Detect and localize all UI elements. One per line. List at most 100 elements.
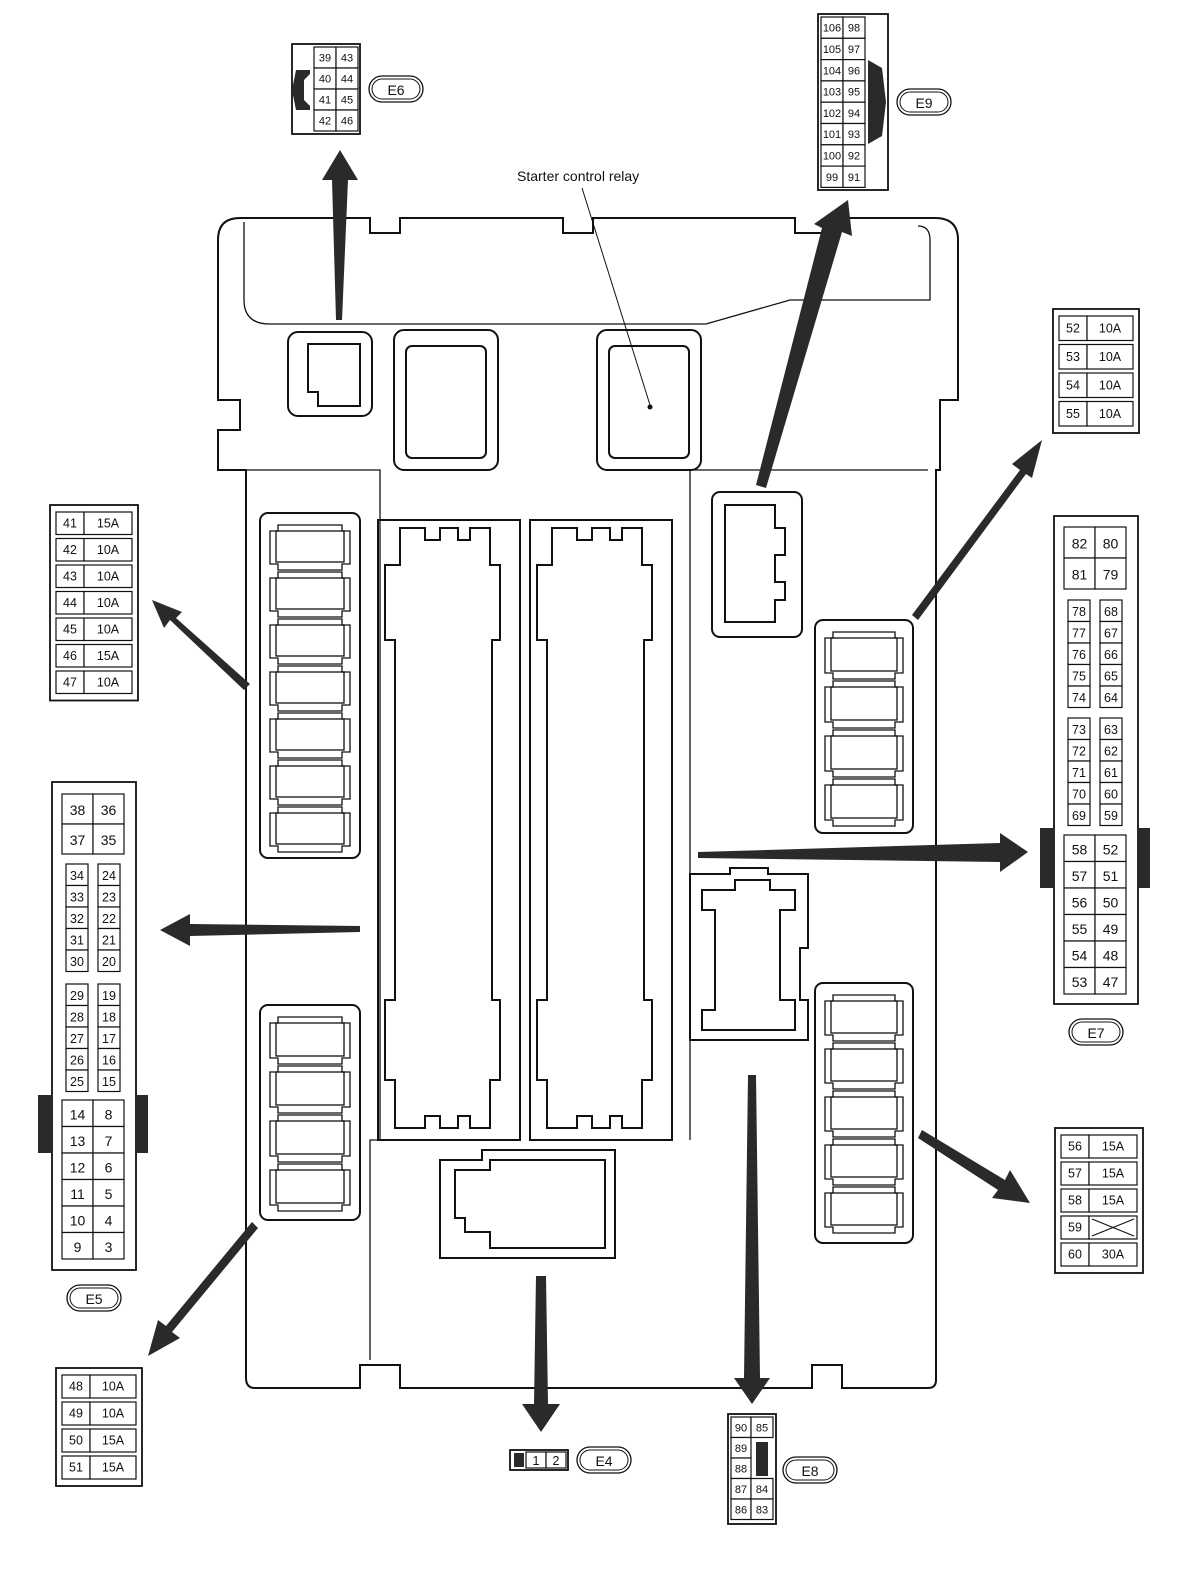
pin-label: 24 [102, 869, 116, 883]
pin-label: 100 [823, 150, 841, 162]
connector-socket-e9 [711, 491, 803, 638]
fuse-rating: 15A [1102, 1140, 1125, 1154]
fuse-rating: 10A [1099, 321, 1122, 335]
fuse-number: 49 [69, 1407, 83, 1421]
pin-label: 61 [1104, 766, 1118, 780]
connector-id-label: E8 [801, 1463, 818, 1479]
pin-label: 55 [1072, 921, 1088, 937]
fuse-number: 41 [63, 516, 77, 530]
connector-socket-e4 [439, 1149, 616, 1259]
pin-label: 84 [756, 1484, 768, 1496]
pin-label: 42 [319, 116, 331, 128]
fuse-number: 46 [63, 649, 77, 663]
pin-label: 106 [823, 23, 841, 35]
pin-label: 91 [848, 172, 860, 184]
fuse-number: 60 [1068, 1248, 1082, 1262]
pin-label: 85 [756, 1422, 768, 1434]
connector-id-label: E9 [915, 95, 932, 111]
pin-label: 13 [70, 1133, 86, 1149]
pin-label: 1 [533, 1454, 540, 1468]
pin-label: 22 [102, 912, 116, 926]
fuse-slots-right-upper [814, 619, 914, 834]
fuse-number: 42 [63, 543, 77, 557]
arrow-to-fuses-41-47 [152, 600, 250, 690]
fuse-rating: 15A [1102, 1194, 1125, 1208]
pin-label: 71 [1072, 766, 1086, 780]
fuse-number: 56 [1068, 1140, 1082, 1154]
fuse-number: 59 [1068, 1221, 1082, 1235]
pin-label: 80 [1103, 536, 1119, 552]
pin-label: 96 [848, 65, 860, 77]
fuse-slot [269, 1016, 351, 1065]
relay-socket-left [287, 331, 373, 417]
connector-id-badge: E8 [782, 1456, 838, 1484]
pin-label: 25 [70, 1075, 84, 1089]
pin-label: 51 [1103, 868, 1119, 884]
pin-label: 98 [848, 23, 860, 35]
arrow-to-e4 [522, 1276, 560, 1432]
fuse-rating: 10A [1099, 407, 1122, 421]
pin-label: 19 [102, 989, 116, 1003]
pin-label: 27 [70, 1032, 84, 1046]
pin-label: 4 [105, 1212, 113, 1228]
pin-label: 77 [1072, 626, 1086, 640]
fuse-rating: 30A [1102, 1248, 1125, 1262]
pin-label: 46 [341, 116, 353, 128]
arrow-to-e6 [322, 150, 358, 320]
pin-label: 92 [848, 150, 860, 162]
pin-label: 90 [735, 1422, 747, 1434]
pin-label: 39 [319, 53, 331, 65]
fuse-slot [269, 665, 351, 712]
pin-label: 53 [1072, 974, 1088, 990]
fuse-rating: 10A [97, 569, 120, 583]
arrow-to-e7 [698, 833, 1028, 872]
arrow-to-e8 [734, 1075, 770, 1404]
pin-label: 56 [1072, 894, 1088, 910]
fuse-row: 60 30A [1060, 1242, 1138, 1267]
starter-relay-label: Starter control relay [517, 168, 639, 184]
pin-label: 6 [105, 1159, 113, 1175]
fuse-number: 50 [69, 1434, 83, 1448]
pin-label: 35 [101, 832, 117, 848]
fuse-slot [824, 680, 904, 729]
connector-bay-left [377, 519, 521, 1141]
fuse-rating: 10A [97, 596, 120, 610]
pin-label: 48 [1103, 947, 1119, 963]
fuse-slot [824, 778, 904, 827]
pin-label: 103 [823, 87, 841, 99]
pin-label: 12 [70, 1159, 86, 1175]
pin-label: 59 [1104, 809, 1118, 823]
pin-label: 102 [823, 108, 841, 120]
fuse-number: 55 [1066, 407, 1080, 421]
pin-label: 74 [1072, 691, 1086, 705]
pin-label: 36 [101, 802, 117, 818]
pin-label: 17 [102, 1032, 116, 1046]
pin-label: 105 [823, 44, 841, 56]
connector-id-badge: E4 [576, 1446, 632, 1474]
fuse-slot [824, 1090, 904, 1138]
pin-label: 57 [1072, 868, 1088, 884]
pin-label: 93 [848, 129, 860, 141]
fuse-slot [269, 1114, 351, 1163]
pin-label: 76 [1072, 648, 1086, 662]
pin-label: 38 [70, 802, 86, 818]
pin-label: 72 [1072, 744, 1086, 758]
fuse-rating: 10A [97, 675, 120, 689]
fuse-slot [269, 1065, 351, 1114]
fuse-row: 59 [1060, 1215, 1138, 1240]
pin-label: 34 [70, 869, 84, 883]
fuse-rating: 10A [97, 622, 120, 636]
pin-label: 41 [319, 95, 331, 107]
pin-label: 65 [1104, 669, 1118, 683]
fuse-slot [269, 1163, 351, 1212]
pin-label: 37 [70, 832, 86, 848]
fuse-slot [824, 994, 904, 1042]
